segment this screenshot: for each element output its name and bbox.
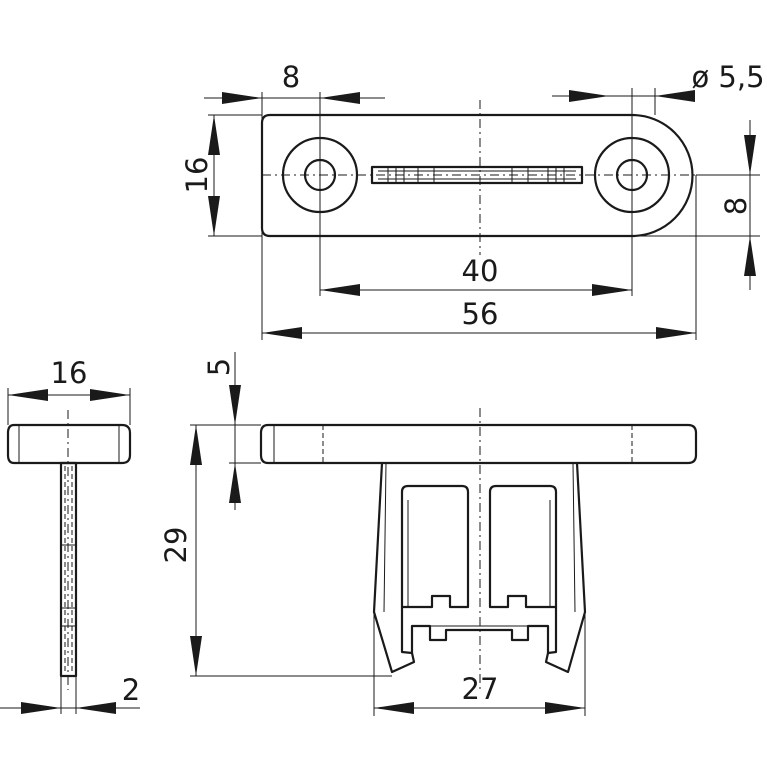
dim-top-hole-offset: 8 — [282, 60, 300, 94]
side-view: 16 2 — [0, 356, 140, 714]
side-view-head — [6, 423, 132, 465]
top-view: 8 ø 5,5 16 8 40 56 — [180, 60, 765, 340]
dim-side-width: 16 — [51, 356, 88, 390]
dim-top-height: 16 — [180, 157, 214, 194]
front-view-plate — [259, 423, 698, 465]
dim-total-height: 29 — [159, 527, 193, 564]
front-view-body-left — [372, 461, 416, 674]
dim-body-width: 27 — [462, 672, 499, 706]
front-view-bottom-ledge — [400, 605, 558, 655]
front-view: 5 29 27 — [159, 352, 698, 716]
dim-hole-diameter: ø 5,5 — [691, 60, 764, 94]
front-view-body-right — [544, 461, 587, 674]
dim-plate-thickness: 5 — [202, 358, 236, 376]
dim-total-length: 56 — [462, 297, 499, 331]
front-view-left-slot — [400, 484, 470, 609]
front-view-right-slot — [488, 484, 558, 609]
dim-blade-thickness: 2 — [122, 673, 140, 707]
dim-hole-spacing: 40 — [462, 254, 499, 288]
dim-hole-center-height: 8 — [719, 197, 753, 215]
